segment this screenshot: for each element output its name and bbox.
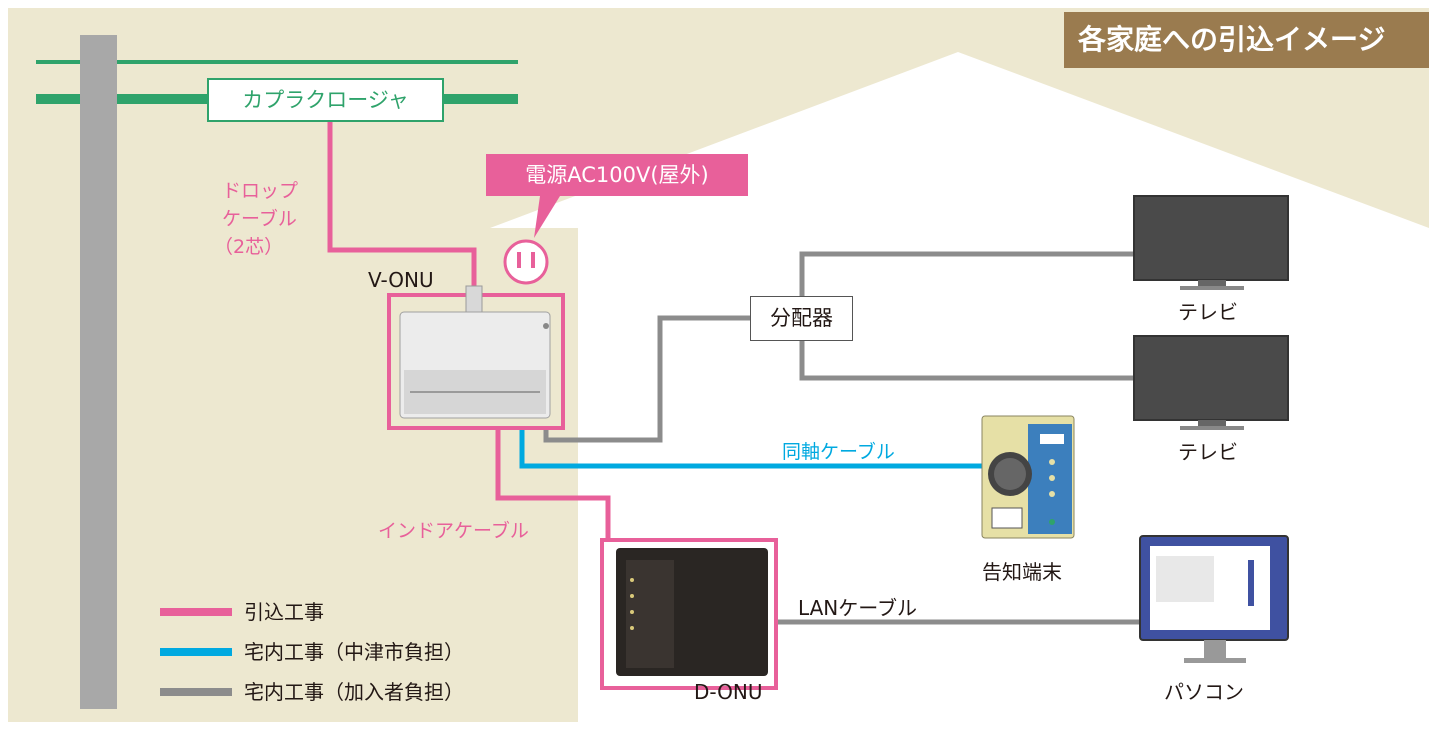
drop-cable-label-line2: ケーブル (222, 208, 297, 230)
outlet-slot-right (531, 252, 535, 268)
indoor-cable-label: インドアケーブル (378, 520, 529, 542)
tv1-label: テレビ (1178, 300, 1238, 324)
tv-icon-1 (1133, 195, 1289, 290)
d-onu-device-icon (616, 548, 768, 676)
legend-swatch-indoor-city (160, 648, 232, 656)
splitter-tv1-line (799, 251, 1134, 296)
coax-cable-label: 同軸ケーブル (782, 441, 895, 463)
coupler-closure-box: カプラクロージャ (207, 78, 444, 122)
drop-cable-label-line3: （2芯） (214, 236, 284, 258)
outlet-icon (503, 239, 549, 285)
splitter-tv2-line (799, 341, 1134, 381)
legend-swatch-indoor-subscriber (160, 688, 232, 696)
d-onu-label: D-ONU (694, 680, 763, 704)
tv-icon-2 (1133, 335, 1289, 430)
outlet-slot-left (517, 252, 521, 268)
lan-cable-label: LANケーブル (798, 596, 918, 620)
notify-terminal-label: 告知端末 (982, 560, 1062, 584)
power-callout: 電源AC100V(屋外) (486, 154, 748, 196)
coax-cable-line (519, 428, 984, 469)
drop-cable-label-line1: ドロップ (222, 180, 299, 202)
pc-label: パソコン (1164, 680, 1244, 704)
tv2-label: テレビ (1178, 440, 1238, 464)
drop-cable-line (327, 122, 477, 295)
legend-label-indoor-city: 宅内工事（中津市負担） (244, 640, 464, 664)
legend-swatch-drop (160, 608, 232, 616)
legend-label-indoor-subscriber: 宅内工事（加入者負担） (244, 680, 464, 704)
notify-terminal-icon (981, 415, 1075, 539)
indoor-cable-line (495, 428, 611, 540)
d-onu-frame (600, 538, 778, 690)
vonu-splitter-line (543, 315, 750, 443)
legend-label-drop: 引込工事 (244, 600, 324, 624)
v-onu-device-icon (399, 285, 551, 419)
power-line-upper (36, 60, 518, 64)
v-onu-label: V-ONU (368, 268, 434, 292)
pc-icon (1139, 535, 1289, 663)
banner-title: 各家庭への引込イメージ (1064, 12, 1429, 68)
splitter-box: 分配器 (750, 296, 853, 341)
power-callout-pointer (534, 196, 560, 238)
utility-pole (80, 35, 117, 709)
